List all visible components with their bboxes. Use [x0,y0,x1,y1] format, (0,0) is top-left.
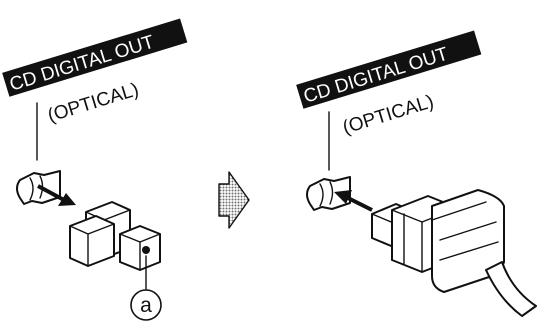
left-label-background [2,18,188,97]
right-panel: CD DIGITAL OUT (OPTICAL) [296,30,537,317]
left-panel: CD DIGITAL OUT (OPTICAL) [2,18,188,321]
right-label-plate: CD DIGITAL OUT [296,30,482,109]
right-label-background [296,30,482,109]
right-insert-arrow [334,190,373,212]
callout-a: a [130,255,162,321]
callout-circle [130,289,162,321]
left-label-sub-group: (OPTICAL) [45,79,141,127]
callout-letter: a [140,294,152,317]
left-remove-arrow [37,184,76,206]
left-label-plate: CD DIGITAL OUT [2,18,188,97]
right-arrow-icon [218,171,250,229]
left-label-sub: (OPTICAL) [45,79,141,127]
left-dust-cap [69,201,161,271]
right-label-sub-group: (OPTICAL) [340,91,436,139]
right-label-sub: (OPTICAL) [340,91,436,139]
right-optical-jack [306,176,351,211]
cap-dot [142,246,150,254]
optical-plug [371,189,537,317]
